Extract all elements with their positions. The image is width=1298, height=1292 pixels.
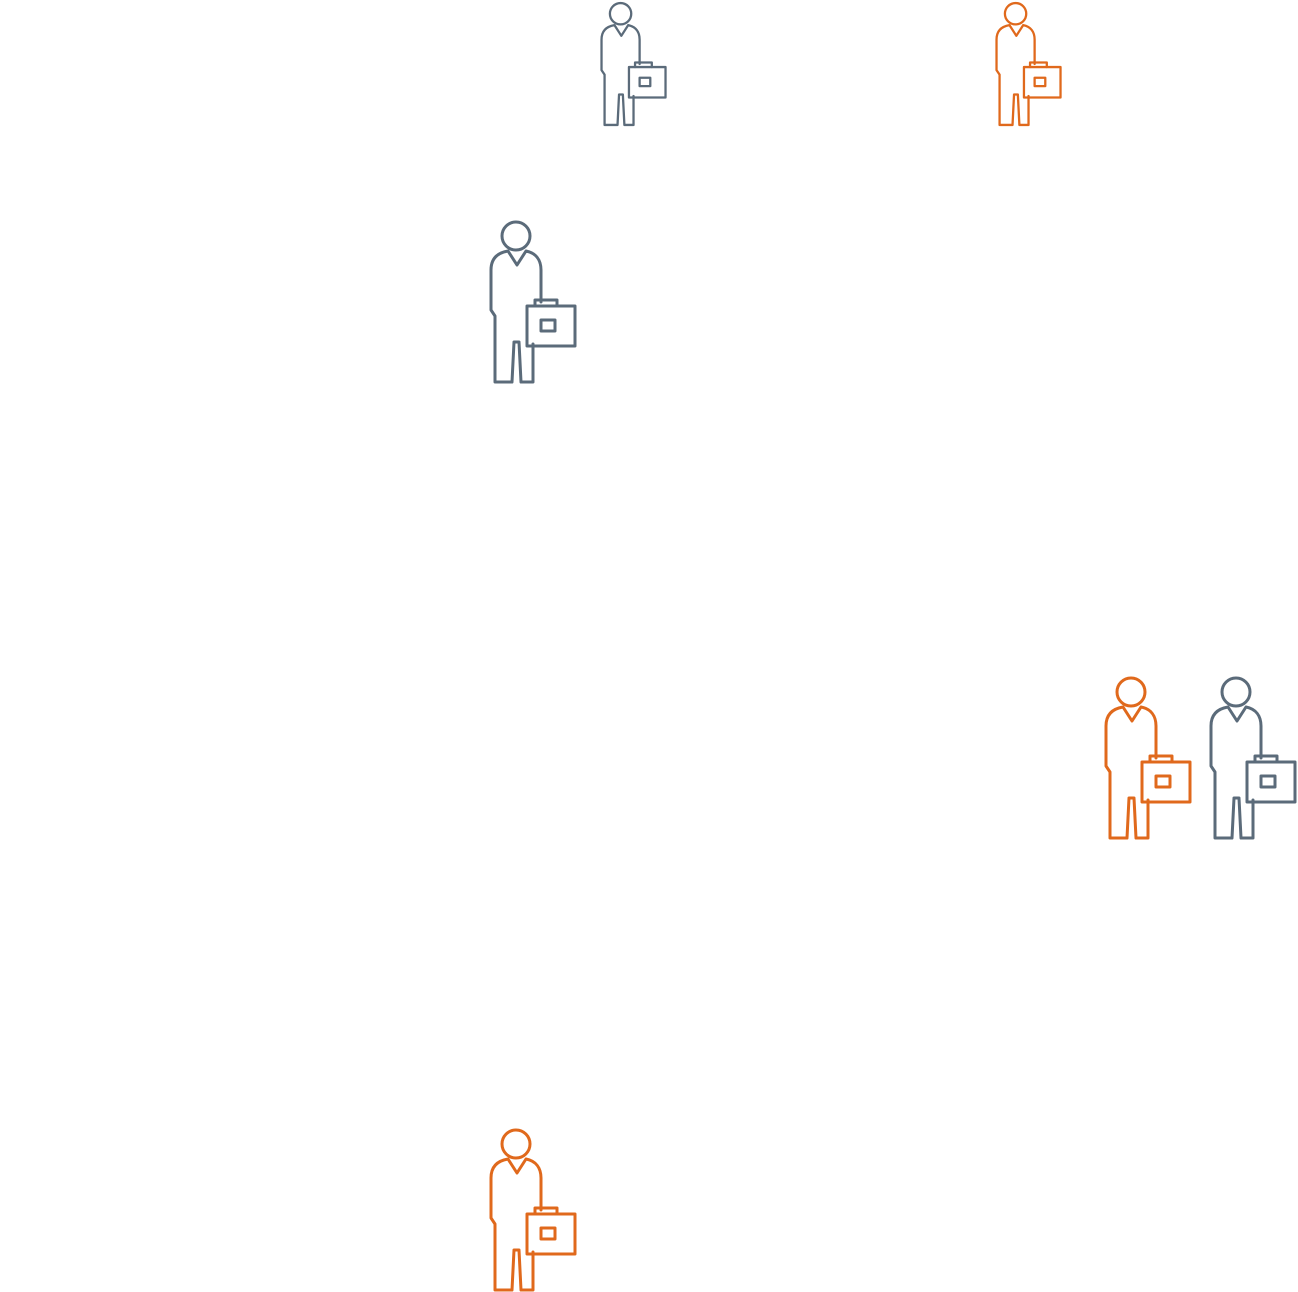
briefcase-clasp [638, 76, 652, 88]
head [1115, 676, 1147, 708]
businessperson-with-briefcase-icon [489, 220, 577, 384]
head [1220, 676, 1252, 708]
head [608, 1, 633, 26]
businessperson-with-briefcase-icon [489, 1128, 577, 1292]
body-outline [995, 24, 1036, 127]
briefcase [1245, 760, 1297, 804]
briefcase-clasp [1259, 774, 1277, 789]
briefcase-clasp [539, 318, 557, 333]
briefcase-handle [1148, 754, 1174, 764]
body-outline [489, 1157, 543, 1292]
briefcase [1022, 65, 1062, 99]
briefcase [1140, 760, 1192, 804]
head [500, 1128, 532, 1160]
briefcase-clasp [1033, 76, 1047, 88]
head [1003, 1, 1028, 26]
briefcase-handle [1028, 61, 1048, 69]
body-outline [489, 249, 543, 384]
businessperson-with-briefcase-icon [600, 1, 667, 127]
briefcase [627, 65, 667, 99]
businessperson-with-briefcase-icon [1209, 676, 1297, 840]
briefcase-handle [633, 61, 653, 69]
briefcase-clasp [539, 1226, 557, 1241]
businessperson-with-briefcase-icon [1104, 676, 1192, 840]
briefcase-handle [1253, 754, 1279, 764]
briefcase [525, 304, 577, 348]
body-outline [600, 24, 641, 127]
head [500, 220, 532, 252]
briefcase-clasp [1154, 774, 1172, 789]
briefcase [525, 1212, 577, 1256]
businessperson-with-briefcase-icon [995, 1, 1062, 127]
briefcase-handle [533, 1206, 559, 1216]
body-outline [1209, 705, 1263, 840]
briefcase-handle [533, 298, 559, 308]
body-outline [1104, 705, 1158, 840]
